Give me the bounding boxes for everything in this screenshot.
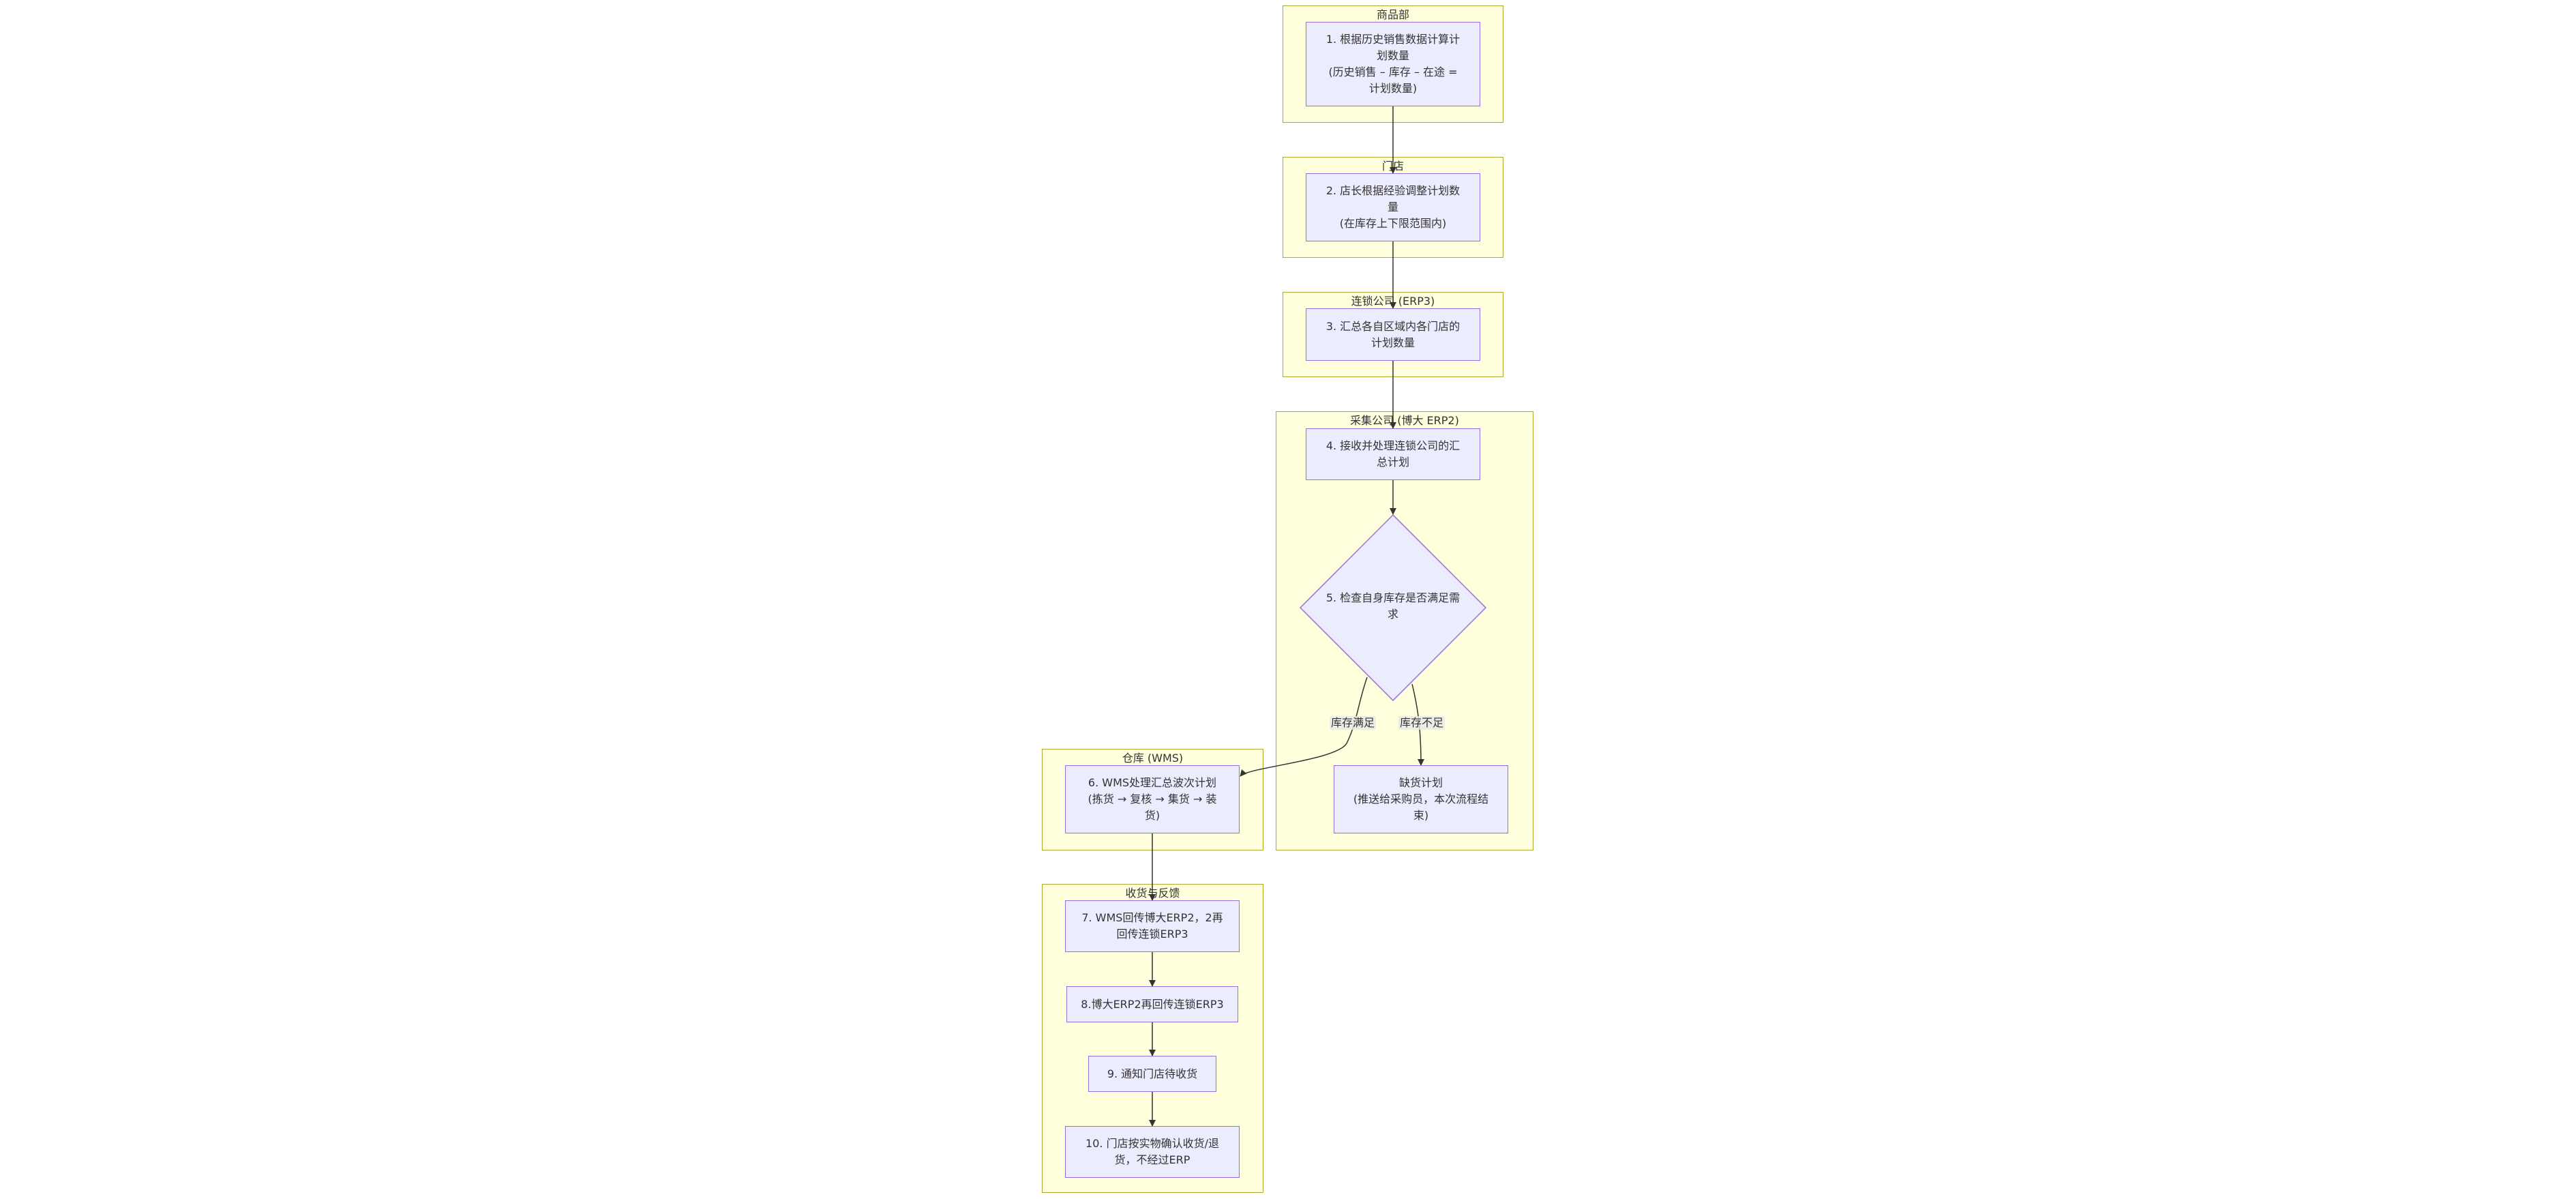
- node-text: 6. WMS处理汇总波次计划 (拣货 → 复核 → 集货 → 装 货): [1088, 776, 1217, 822]
- lane-title: 门店: [1381, 160, 1404, 173]
- node-text: 9. 通知门店待收货: [1107, 1067, 1198, 1080]
- step-5-check-stock: 5. 检查自身库存是否满足需 求: [1326, 591, 1461, 621]
- step-6-wms-wave: 6. WMS处理汇总波次计划 (拣货 → 复核 → 集货 → 装 货): [1065, 765, 1240, 833]
- step-2-adjust-plan: 2. 店长根据经验调整计划数 量 (在库存上下限范围内): [1306, 173, 1480, 241]
- node-text: 8.博大ERP2再回传连锁ERP3: [1081, 997, 1224, 1011]
- step-8-erp2-return: 8.博大ERP2再回传连锁ERP3: [1066, 986, 1238, 1022]
- shortage-plan: 缺货计划 (推送给采购员，本次流程结 束): [1334, 765, 1508, 833]
- lane-title: 连锁公司 (ERP3): [1351, 295, 1435, 308]
- lane-title: 仓库 (WMS): [1122, 752, 1184, 765]
- step-10-confirm-receipt: 10. 门店按实物确认收货/退 货，不经过ERP: [1065, 1126, 1240, 1178]
- step-9-notify-store: 9. 通知门店待收货: [1088, 1056, 1216, 1092]
- node-text: 7. WMS回传博大ERP2，2再 回传连锁ERP3: [1081, 911, 1223, 941]
- step-7-wms-return: 7. WMS回传博大ERP2，2再 回传连锁ERP3: [1065, 900, 1240, 952]
- edge-label-stock-short: 库存不足: [1398, 716, 1446, 730]
- lane-title: 采集公司 (博大 ERP2): [1350, 414, 1459, 427]
- lane-title: 收货与反馈: [1125, 887, 1180, 900]
- node-text: 缺货计划 (推送给采购员，本次流程结 束): [1353, 776, 1489, 822]
- edge-label-stock-ok: 库存满足: [1330, 716, 1377, 730]
- node-text: 10. 门店按实物确认收货/退 货，不经过ERP: [1085, 1137, 1219, 1166]
- lane-title: 商品部: [1376, 8, 1409, 21]
- step-4-receive-plan: 4. 接收并处理连锁公司的汇 总计划: [1306, 428, 1480, 480]
- node-text: 2. 店长根据经验调整计划数 量 (在库存上下限范围内): [1326, 184, 1461, 230]
- step-3-aggregate: 3. 汇总各自区域内各门店的 计划数量: [1306, 308, 1480, 361]
- node-text: 4. 接收并处理连锁公司的汇 总计划: [1326, 439, 1461, 469]
- step-1-calc-plan: 1. 根据历史销售数据计算计 划数量 (历史销售 – 库存 – 在途 = 计划数…: [1306, 22, 1480, 106]
- node-text: 3. 汇总各自区域内各门店的 计划数量: [1326, 319, 1461, 349]
- node-text: 1. 根据历史销售数据计算计 划数量 (历史销售 – 库存 – 在途 = 计划数…: [1326, 33, 1461, 95]
